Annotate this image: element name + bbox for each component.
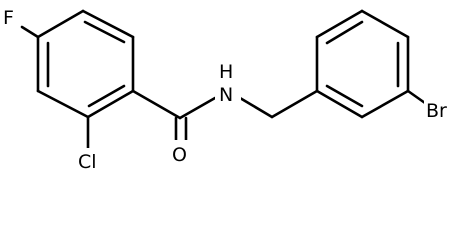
bond-ring2-c2-c3: [315, 9, 364, 39]
bond-ring2-c6-c1: [315, 89, 364, 119]
bromine-label: Br: [426, 100, 447, 122]
bond-ring2-inner-c: [325, 84, 364, 108]
left-substituent-bonds: [20, 25, 319, 150]
bond-ring2-c5-c6: [360, 89, 410, 119]
bond-ch2-ring: [270, 89, 319, 119]
bond-c-f: [20, 25, 40, 39]
bond-ring1-c2-c3: [81, 9, 135, 39]
fluorochlorophenyl-ring: [36, 9, 135, 119]
chlorine-label: Cl: [78, 151, 97, 173]
bond-ring-carbonyl: [131, 89, 182, 120]
bond-ring1-c1-c2: [36, 9, 85, 39]
amide-nitrogen-label: N: [219, 84, 233, 106]
bond-carbonyl-n: [178, 96, 217, 120]
fluorine-label: F: [3, 7, 14, 29]
bond-ring1-c5-c6: [36, 89, 90, 119]
molecule-structure: F Cl O H N Br: [3, 7, 448, 173]
bond-n-ch2: [238, 96, 274, 119]
bond-ring2-inner-a: [325, 20, 364, 45]
bond-ring1-inner-c: [87, 84, 126, 108]
bond-c-br: [406, 89, 427, 105]
bond-ring1-inner-b: [83, 20, 126, 44]
oxygen-label: O: [172, 144, 187, 166]
bromophenyl-ring: [315, 9, 427, 119]
amide-hydrogen-label: H: [219, 61, 233, 83]
bond-ring2-c3-c4: [360, 9, 410, 39]
bond-ring1-c4-c5: [86, 89, 135, 119]
